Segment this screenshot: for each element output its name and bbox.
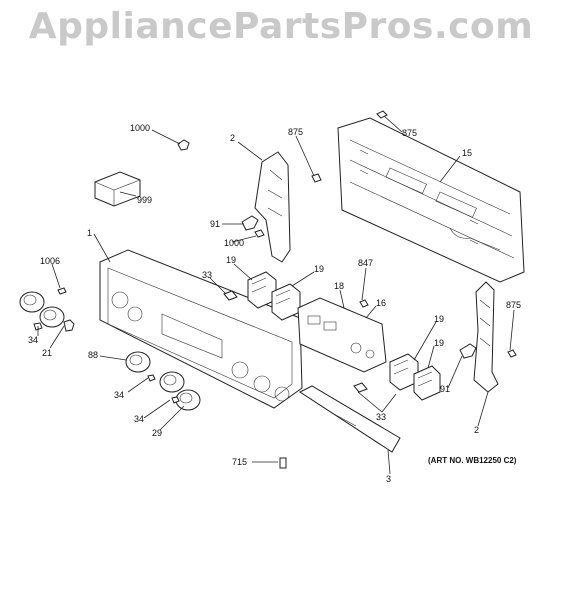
callout-19-c: 19 [434, 314, 444, 324]
part-3-trim-strip[interactable] [298, 385, 401, 453]
callout-999: 999 [137, 195, 152, 205]
screw-1000-mid[interactable] [254, 229, 265, 238]
callout-19-a: 19 [226, 255, 236, 265]
screw-1006[interactable] [57, 287, 67, 295]
art-number: (ART NO. WB12250 C2) [428, 456, 517, 465]
callout-88: 88 [88, 350, 98, 360]
part-2-right-side-bracket[interactable] [473, 281, 499, 393]
callout-3: 3 [386, 474, 391, 484]
callout-1006: 1006 [40, 256, 60, 266]
knob-left-1[interactable] [19, 291, 45, 313]
callout-labels: 1000 2 875 875 15 999 91 1000 1 1006 33 … [28, 123, 521, 484]
callout-875-right: 875 [506, 300, 521, 310]
part-33-switch-bracket-right[interactable] [353, 382, 368, 393]
part-18-overlay[interactable] [339, 305, 359, 315]
part-33-switch-bracket[interactable] [223, 290, 238, 301]
callout-2-left: 2 [230, 133, 235, 143]
screw-875-left[interactable] [311, 173, 322, 183]
callout-875-top: 875 [402, 128, 417, 138]
part-999-box[interactable] [94, 171, 141, 207]
callout-91-left: 91 [210, 219, 220, 229]
screw-715[interactable] [279, 457, 287, 469]
callout-715: 715 [232, 457, 247, 467]
callout-19-d: 19 [434, 338, 444, 348]
part-15-rear-bracket[interactable] [337, 117, 525, 283]
part-2-left-side-bracket[interactable] [254, 151, 291, 263]
callout-33-upper: 33 [202, 270, 212, 280]
callout-16: 16 [376, 298, 386, 308]
callout-34-mid: 34 [114, 390, 124, 400]
callout-19-b: 19 [314, 264, 324, 274]
knob-left-2[interactable] [39, 306, 65, 328]
callout-15: 15 [462, 148, 472, 158]
part-16-control-board[interactable] [297, 297, 387, 373]
callout-875-left: 875 [288, 127, 303, 137]
callout-1: 1 [87, 228, 92, 238]
callout-1000-top: 1000 [130, 123, 150, 133]
callout-21: 21 [42, 348, 52, 358]
part-21-knob-insert[interactable] [63, 319, 75, 332]
callout-29: 29 [152, 428, 162, 438]
callout-33-lower: 33 [376, 412, 386, 422]
screw-847[interactable] [359, 299, 369, 308]
part-91-clip-left[interactable] [241, 215, 259, 231]
callout-1000-mid: 1000 [224, 238, 244, 248]
callout-2-right: 2 [474, 425, 479, 435]
part-34-clip-low[interactable] [171, 396, 180, 404]
callout-34-left: 34 [28, 335, 38, 345]
callout-18: 18 [334, 281, 344, 291]
part-29-knob[interactable] [175, 389, 201, 411]
callout-34-low: 34 [134, 414, 144, 424]
leader-lines [37, 115, 515, 475]
callout-847: 847 [358, 258, 373, 268]
callout-91-right: 91 [440, 384, 450, 394]
part-91-clip-right[interactable] [459, 343, 477, 359]
knob-88[interactable] [125, 351, 151, 373]
knob-mid-2[interactable] [159, 371, 185, 393]
part-19-switch-d[interactable] [413, 365, 441, 401]
screw-875-right[interactable] [507, 349, 517, 358]
part-1-control-panel[interactable] [99, 249, 303, 409]
screw-1000-top[interactable] [177, 139, 190, 151]
watermark: AppliancePartsPros.com [28, 6, 534, 47]
part-34-clip-mid[interactable] [147, 374, 156, 382]
